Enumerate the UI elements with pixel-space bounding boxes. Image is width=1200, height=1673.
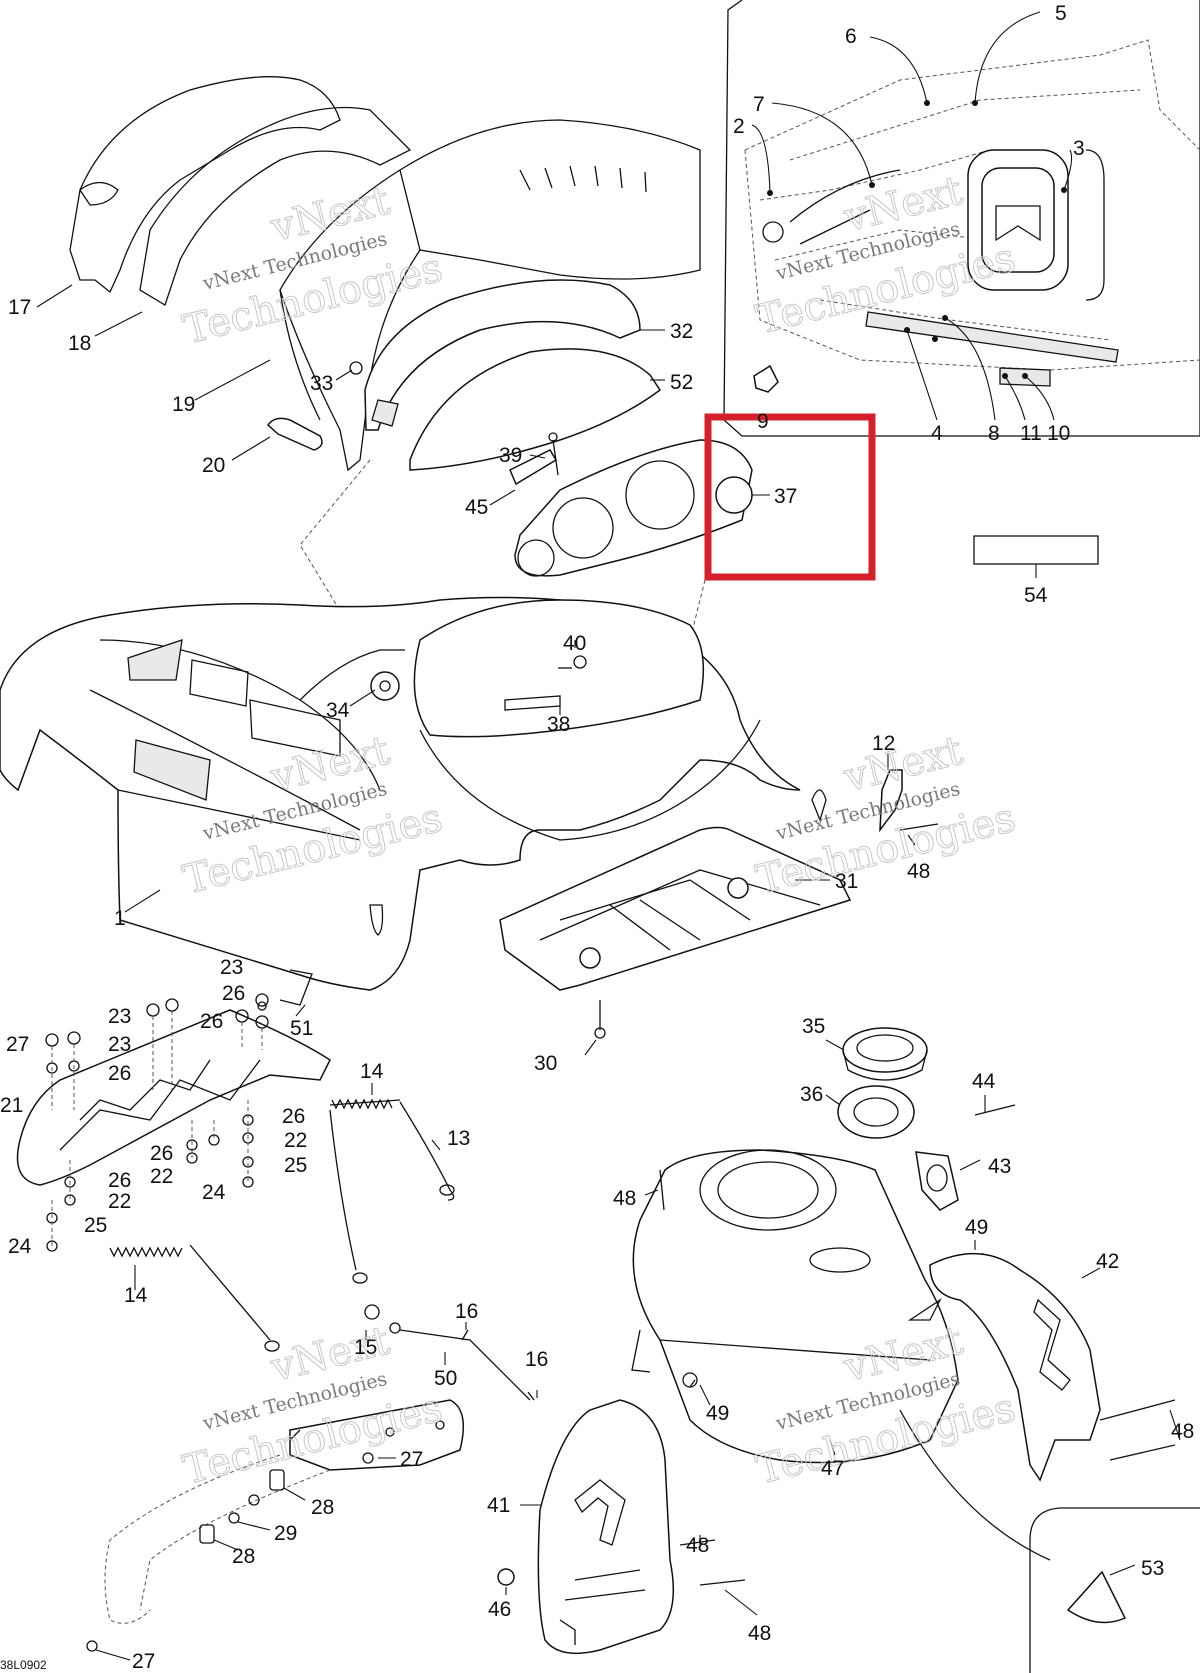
callout-28b: 28 xyxy=(232,1545,255,1568)
callout-26d: 26 xyxy=(282,1105,305,1128)
callout-18: 18 xyxy=(68,332,91,355)
callout-36: 36 xyxy=(800,1083,823,1106)
callout-6: 6 xyxy=(845,25,857,48)
callout-5: 5 xyxy=(1055,2,1067,25)
callout-28a: 28 xyxy=(311,1496,334,1519)
callout-48d: 48 xyxy=(686,1534,709,1557)
callout-17: 17 xyxy=(8,296,31,319)
inset-53 xyxy=(1029,1507,1200,1673)
callout-39: 39 xyxy=(499,444,522,467)
callout-24a: 24 xyxy=(202,1181,226,1204)
callout-31: 31 xyxy=(835,870,858,893)
callout-53: 53 xyxy=(1141,1557,1164,1580)
callout-44: 44 xyxy=(972,1070,996,1093)
callout-48a: 48 xyxy=(907,860,930,883)
callout-1: 1 xyxy=(114,907,126,930)
callout-27c: 27 xyxy=(132,1650,155,1673)
front-body xyxy=(0,596,827,991)
callout-26a: 26 xyxy=(222,982,245,1005)
callout-7: 7 xyxy=(753,93,765,116)
cables xyxy=(109,1083,538,1401)
callout-24b: 24 xyxy=(8,1235,32,1258)
callout-50: 50 xyxy=(434,1367,457,1390)
callout-23c: 23 xyxy=(108,1033,131,1056)
callout-43: 43 xyxy=(988,1155,1011,1178)
callout-46: 46 xyxy=(488,1598,511,1621)
callout-3: 3 xyxy=(1073,137,1085,160)
callout-14a: 14 xyxy=(360,1060,384,1083)
side-panel-42 xyxy=(929,1252,1181,1482)
callout-35: 35 xyxy=(802,1015,825,1038)
callout-9: 9 xyxy=(757,410,769,433)
callout-48b: 48 xyxy=(613,1187,636,1210)
callout-41: 41 xyxy=(487,1494,510,1517)
callout-26e: 26 xyxy=(150,1142,173,1165)
callout-10: 10 xyxy=(1047,422,1070,445)
callout-33: 33 xyxy=(310,372,333,395)
highlight-frame xyxy=(704,413,876,581)
callout-27a: 27 xyxy=(6,1033,29,1056)
callout-54: 54 xyxy=(1024,584,1048,607)
callout-49a: 49 xyxy=(965,1216,988,1239)
callout-37: 37 xyxy=(774,485,797,508)
rear-handle xyxy=(86,1399,465,1661)
callout-22c: 22 xyxy=(108,1190,131,1213)
callout-49b: 49 xyxy=(706,1402,729,1425)
callout-38: 38 xyxy=(547,713,570,736)
callout-11: 11 xyxy=(1020,422,1042,445)
callout-45: 45 xyxy=(465,496,488,519)
callout-40: 40 xyxy=(563,632,586,655)
callout-19: 19 xyxy=(172,393,195,416)
callout-16a: 16 xyxy=(455,1300,478,1323)
bracket-12 xyxy=(879,753,939,846)
callout-29: 29 xyxy=(274,1522,297,1545)
gauge-panel xyxy=(299,432,770,661)
callout-22a: 22 xyxy=(284,1129,307,1152)
callout-26b: 26 xyxy=(200,1010,223,1033)
callout-13: 13 xyxy=(447,1127,470,1150)
callout-14b: 14 xyxy=(124,1284,148,1307)
callout-23a: 23 xyxy=(220,956,243,979)
callout-26f: 26 xyxy=(108,1169,131,1192)
steering-bracket xyxy=(16,969,331,1252)
callout-27b: 27 xyxy=(400,1448,423,1471)
floor-tray xyxy=(499,826,852,1056)
callout-25b: 25 xyxy=(84,1214,107,1237)
callout-42: 42 xyxy=(1096,1250,1119,1273)
callout-32: 32 xyxy=(670,320,693,343)
cover-parts xyxy=(335,279,665,471)
callout-48e: 48 xyxy=(748,1622,771,1645)
callout-2: 2 xyxy=(733,115,745,138)
callout-47: 47 xyxy=(821,1457,844,1480)
front-shell-parts xyxy=(36,76,701,472)
callout-16b: 16 xyxy=(525,1348,548,1371)
diagram-code: 38L0902 xyxy=(0,1658,47,1672)
callout-25a: 25 xyxy=(284,1154,307,1177)
callout-34: 34 xyxy=(326,699,350,722)
callout-8: 8 xyxy=(988,422,1000,445)
callout-21: 21 xyxy=(0,1094,23,1117)
callout-30: 30 xyxy=(534,1052,557,1075)
callout-48c: 48 xyxy=(1171,1420,1194,1443)
callout-15: 15 xyxy=(354,1336,377,1359)
callout-51: 51 xyxy=(290,1017,313,1040)
callout-12: 12 xyxy=(872,732,895,755)
inset-panel xyxy=(723,0,1200,437)
callout-23b: 23 xyxy=(108,1005,131,1028)
callout-22b: 22 xyxy=(150,1165,173,1188)
callout-52: 52 xyxy=(670,371,693,394)
centre-console xyxy=(631,1027,1051,1561)
callout-4: 4 xyxy=(931,422,943,445)
callout-26c: 26 xyxy=(108,1062,131,1085)
callout-20: 20 xyxy=(202,454,225,477)
side-panel-41 xyxy=(497,1399,758,1655)
decal-54 xyxy=(973,535,1099,565)
